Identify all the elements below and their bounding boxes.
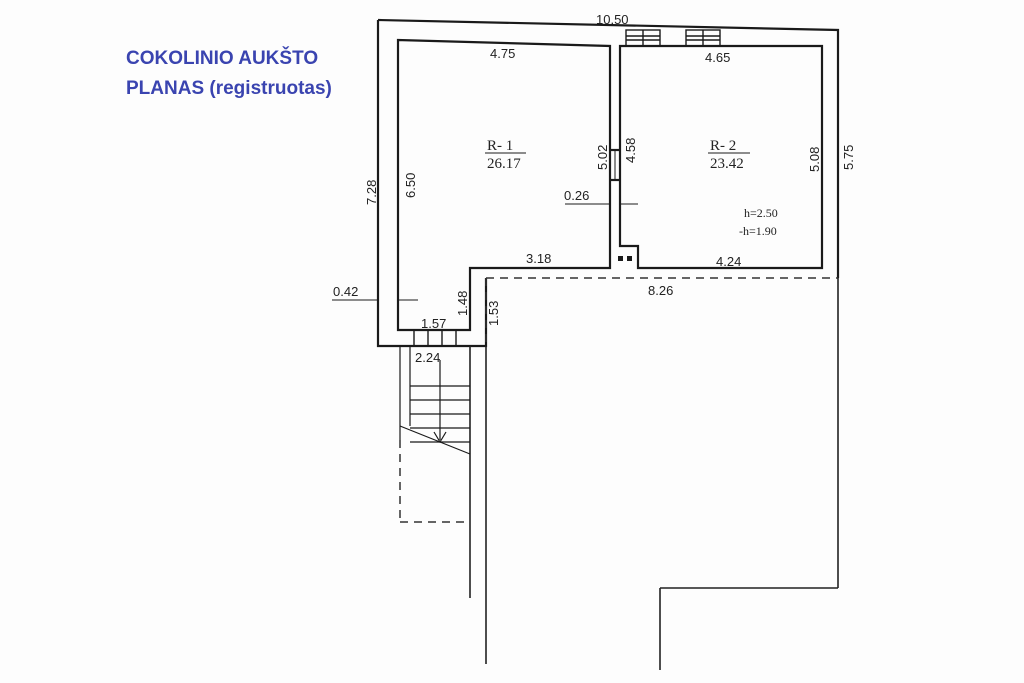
dim-entry-outer: 2.24	[415, 350, 440, 365]
dim-wall-thickness: 0.42	[333, 284, 358, 299]
dim-r2-bottom: 4.24	[716, 254, 741, 269]
plan-title-line2: PLANAS (registruotas)	[126, 78, 332, 99]
room-2-outline	[618, 44, 824, 270]
lower-walls	[469, 278, 839, 670]
dim-partition-left: 5.02	[595, 145, 610, 170]
walls	[376, 18, 840, 348]
dim-r2-right: 5.08	[807, 147, 822, 172]
dim-r1-top: 4.75	[490, 46, 515, 61]
room-1-outline	[396, 38, 612, 332]
dim-partition-thickness: 0.26	[564, 188, 589, 203]
entry-door	[413, 329, 457, 347]
dim-r1-left: 6.50	[403, 173, 418, 198]
dim-left-outer: 7.28	[364, 180, 379, 205]
dim-r2-top: 4.65	[705, 50, 730, 65]
dim-partition-right: 4.58	[623, 138, 638, 163]
dim-notch-outer: 1.53	[486, 301, 501, 326]
dim-terrace-width: 8.26	[648, 283, 673, 298]
dim-r1-bottom: 3.18	[526, 251, 551, 266]
plan-title-line1: COKOLINIO AUKŠTO	[126, 48, 319, 69]
room-2-height-alt: -h=1.90	[739, 224, 777, 238]
dim-entry-inner: 1.57	[421, 316, 446, 331]
room-1-label: R- 1	[487, 138, 513, 154]
room-2-height: h=2.50	[744, 206, 778, 220]
dimension-lines	[332, 203, 638, 301]
plan-title: COKOLINIO AUKŠTO PLANAS (registruotas)	[126, 44, 332, 104]
stairs	[399, 346, 471, 455]
dim-r1-notch: 1.48	[455, 291, 470, 316]
vent-marks	[618, 256, 632, 261]
room-2-area: 23.42	[710, 156, 744, 172]
room-2-label: R- 2	[710, 138, 736, 154]
outer-wall	[376, 18, 840, 348]
dim-right-outer: 5.75	[841, 145, 856, 170]
top-windows	[625, 29, 721, 47]
dim-top-outer: 10.50	[596, 12, 629, 27]
room-1-area: 26.17	[487, 156, 521, 172]
terrace-outline	[399, 277, 838, 523]
